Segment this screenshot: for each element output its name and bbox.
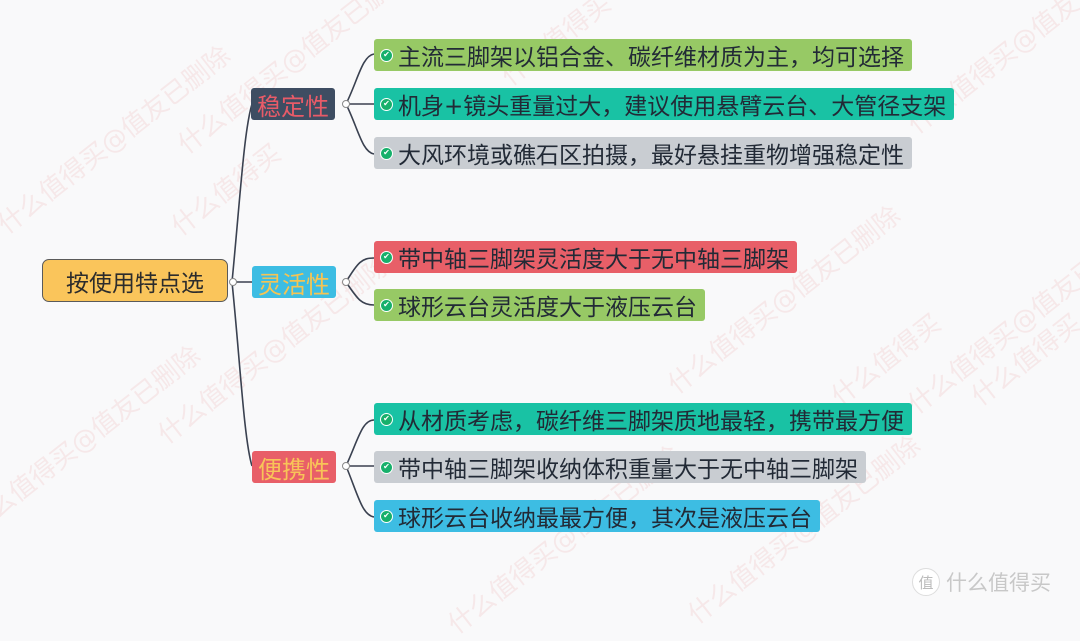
check-circle-icon: ✔ — [380, 48, 393, 62]
branch-label: 便携性 — [258, 455, 330, 484]
leaf-node[interactable]: ✔ 球形云台收纳最最方便，其次是液压云台 — [374, 500, 820, 532]
leaf-node[interactable]: ✔ 大风环境或礁石区拍摄，最好悬挂重物增强稳定性 — [374, 137, 912, 169]
check-circle-icon: ✔ — [380, 250, 393, 264]
leaf-node[interactable]: ✔ 机身+镜头重量过大，建议使用悬臂云台、大管径支架 — [374, 88, 955, 120]
check-circle-icon: ✔ — [380, 298, 393, 312]
root-node[interactable]: 按使用特点选 — [42, 259, 228, 302]
check-circle-icon: ✔ — [380, 412, 393, 426]
check-circle-icon: ✔ — [380, 460, 393, 474]
leaf-node[interactable]: ✔ 带中轴三脚架收纳体积重量大于无中轴三脚架 — [374, 451, 866, 483]
leaf-label: 大风环境或礁石区拍摄，最好悬挂重物增强稳定性 — [398, 143, 904, 169]
check-circle-icon: ✔ — [380, 97, 393, 111]
collapse-knob[interactable] — [342, 278, 350, 286]
check-circle-icon: ✔ — [380, 509, 393, 523]
branch-label: 灵活性 — [258, 270, 330, 299]
branch-stability[interactable]: 稳定性 — [251, 88, 335, 121]
branch-portability[interactable]: 便携性 — [252, 451, 336, 484]
leaf-node[interactable]: ✔ 球形云台灵活度大于液压云台 — [374, 289, 705, 321]
check-circle-icon: ✔ — [380, 146, 393, 160]
brand-badge-icon: 值 — [912, 568, 940, 596]
leaf-label: 机身+镜头重量过大，建议使用悬臂云台、大管径支架 — [398, 94, 947, 120]
collapse-knob[interactable] — [229, 278, 237, 286]
leaf-label: 主流三脚架以铝合金、碳纤维材质为主，均可选择 — [398, 45, 904, 71]
brand-logo: 值 什么值得买 — [912, 567, 1051, 597]
leaf-label: 带中轴三脚架收纳体积重量大于无中轴三脚架 — [398, 457, 858, 483]
branch-label: 稳定性 — [257, 92, 329, 121]
branch-flexibility[interactable]: 灵活性 — [252, 266, 336, 299]
leaf-node[interactable]: ✔ 带中轴三脚架灵活度大于无中轴三脚架 — [374, 241, 797, 273]
leaf-label: 球形云台收纳最最方便，其次是液压云台 — [398, 506, 812, 532]
collapse-knob[interactable] — [342, 100, 350, 108]
connector-lines — [231, 53, 375, 518]
brand-name: 什么值得买 — [946, 571, 1051, 595]
leaf-label: 球形云台灵活度大于液压云台 — [398, 295, 697, 321]
leaf-node[interactable]: ✔ 从材质考虑，碳纤维三脚架质地最轻，携带最方便 — [374, 403, 912, 435]
collapse-knob[interactable] — [342, 462, 350, 470]
leaf-label: 从材质考虑，碳纤维三脚架质地最轻，携带最方便 — [398, 409, 904, 435]
leaf-label: 带中轴三脚架灵活度大于无中轴三脚架 — [398, 247, 789, 273]
root-label: 按使用特点选 — [66, 270, 204, 297]
leaf-node[interactable]: ✔ 主流三脚架以铝合金、碳纤维材质为主，均可选择 — [374, 39, 912, 71]
